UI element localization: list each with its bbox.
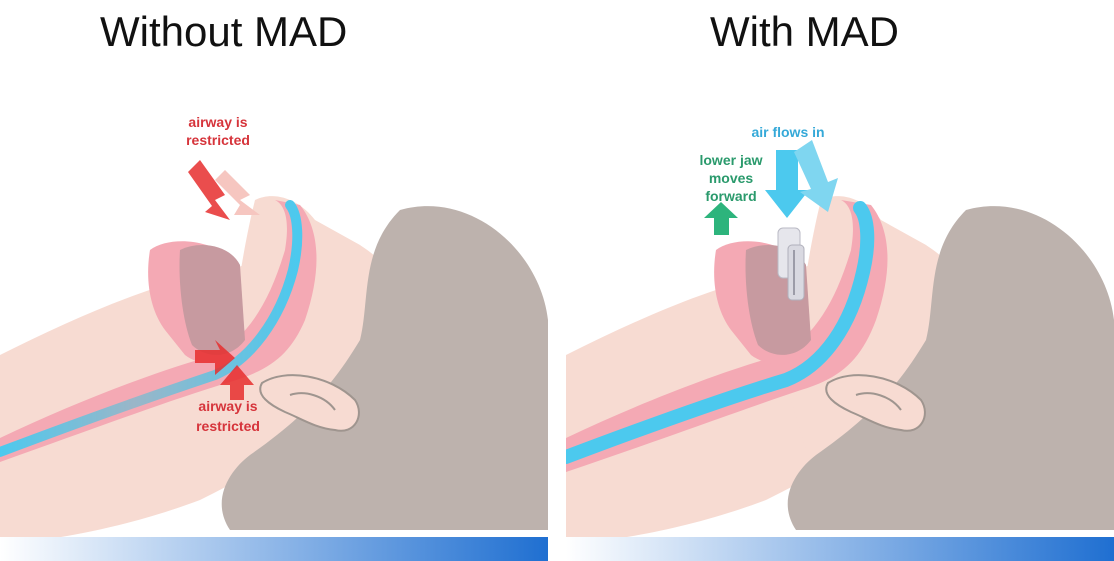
airflow-label: air flows in (751, 124, 824, 140)
pillow-bar (566, 537, 1114, 561)
jaw-label-line2: moves (709, 170, 754, 186)
jaw-label-line3: forward (705, 188, 756, 204)
lower-restriction-label-line2: restricted (196, 418, 260, 434)
upper-restriction-arrow (188, 160, 230, 220)
upper-restriction-label-line1: airway is (188, 114, 247, 130)
illustration-without-mad: airway is restricted airway is restricte… (0, 100, 548, 561)
pillow-bar (0, 537, 548, 561)
illustration-with-mad: air flows in lower jaw moves forward (566, 100, 1114, 561)
jaw-label-line1: lower jaw (699, 152, 762, 168)
panel-title-with-mad: With MAD (710, 8, 899, 56)
upper-restriction-label-line2: restricted (186, 132, 250, 148)
jaw-forward-arrow (704, 202, 738, 235)
lower-restriction-label-line1: airway is (198, 398, 257, 414)
panel-title-without-mad: Without MAD (100, 8, 347, 56)
